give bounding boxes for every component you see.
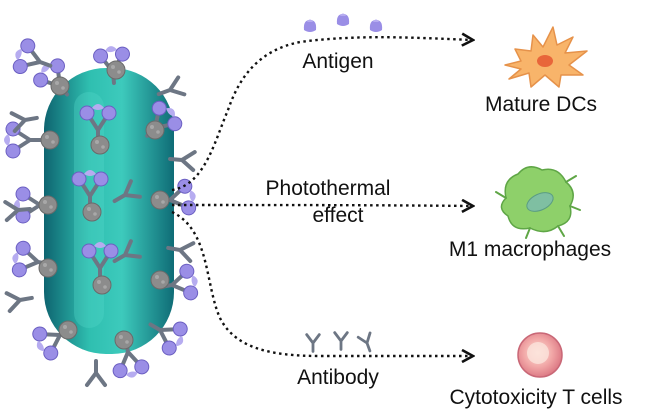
antigen-icon: [303, 19, 317, 32]
antibody-icon: [333, 331, 349, 351]
node-7: [38, 195, 58, 215]
node-8: [82, 202, 102, 222]
node-9: [38, 258, 58, 278]
node-1: [50, 76, 70, 96]
node-5: [90, 135, 110, 155]
antigen-label: Antigen: [302, 50, 373, 73]
dendritic-cell-icon: [504, 26, 588, 88]
cytotoxicity-t-cells-label: Cytotoxicity T cells: [449, 386, 622, 409]
node-6: [150, 190, 170, 210]
antigen-icon: [336, 13, 350, 26]
nanorod-body: [44, 68, 174, 354]
complex-5: [2, 120, 43, 160]
nanorod: [2, 34, 203, 387]
node-2: [106, 60, 126, 80]
complex-3: [7, 34, 59, 85]
node-12: [58, 320, 78, 340]
node-13: [114, 330, 134, 350]
t-cell-icon: [517, 332, 563, 378]
rod-antibody-8: [85, 359, 107, 387]
arrow-antibody: [171, 210, 472, 356]
photothermal-label-line2: effect: [313, 204, 364, 227]
photothermal-label-line1: Photothermal: [266, 177, 391, 200]
node-3: [145, 120, 165, 140]
antibody-label: Antibody: [297, 366, 379, 389]
antigen-icon: [369, 19, 383, 32]
macrophage-icon: [495, 166, 581, 239]
antigen-icons: [303, 13, 383, 32]
antibody-icons: [305, 331, 378, 355]
arrow-antigen: [171, 37, 472, 192]
m1-macrophages-label: M1 macrophages: [449, 238, 611, 261]
node-11: [150, 270, 170, 290]
antibody-icon: [356, 331, 378, 355]
rod-antibody-6: [4, 287, 36, 313]
pathways: [171, 37, 472, 356]
antibody-icon: [305, 333, 321, 353]
rod-antibody-1: [9, 107, 41, 133]
mature-dcs-label: Mature DCs: [485, 93, 597, 116]
node-10: [92, 275, 112, 295]
node-4: [40, 130, 60, 150]
